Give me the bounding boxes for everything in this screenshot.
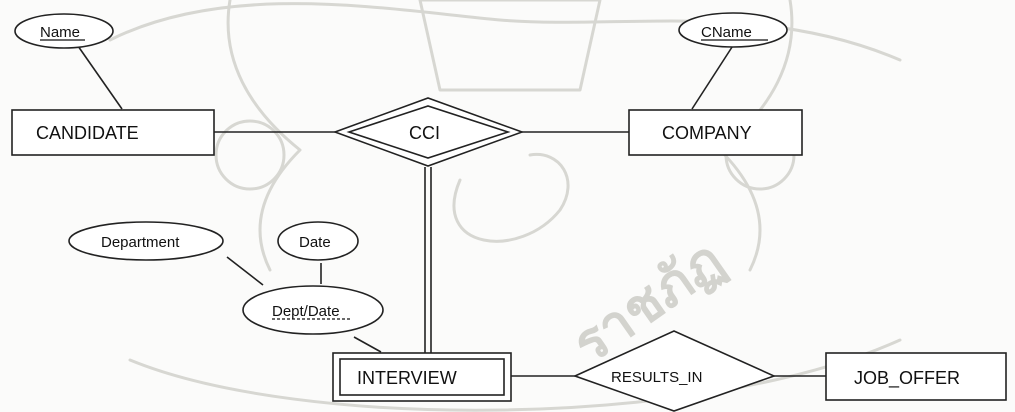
cci-identifying-relationship-outer	[332, 97, 525, 167]
company-entity	[628, 109, 803, 156]
name-attribute-label: Name	[40, 24, 80, 41]
watermark-seal: ราชภัฏ	[108, 0, 902, 412]
name-to-candidate-line	[77, 45, 123, 110]
department-attribute-label: Department	[101, 234, 180, 251]
cci-relationship-label: CCI	[409, 123, 440, 143]
dept-date-attribute	[242, 285, 384, 335]
cname-attribute-label: CName	[701, 24, 752, 41]
watermark-left-flourish	[226, 0, 302, 272]
attributes: Name CName Department Date Dept/Date	[14, 12, 788, 335]
diagram-connectors	[77, 43, 826, 377]
results-in-relationship	[572, 330, 777, 412]
cci-identifying-relationship-inner	[346, 105, 511, 159]
entities: CANDIDATE COMPANY INTERVIEW JOB_OFFER	[11, 109, 1007, 402]
cname-attribute	[678, 12, 788, 48]
watermark-center-mark	[452, 152, 570, 243]
interview-weak-entity-outer	[332, 352, 512, 402]
watermark-left-ornament	[214, 119, 286, 191]
watermark-crown	[418, 0, 602, 92]
candidate-entity	[11, 109, 215, 156]
interview-weak-entity-inner	[339, 358, 505, 396]
results-in-relationship-label: RESULTS_IN	[611, 369, 702, 386]
company-entity-label: COMPANY	[662, 123, 752, 143]
job-offer-entity-label: JOB_OFFER	[854, 368, 960, 389]
name-attribute	[14, 13, 114, 49]
cname-to-company-line	[691, 43, 735, 110]
job-offer-entity	[825, 352, 1007, 401]
date-attribute	[277, 221, 359, 261]
department-attribute	[68, 221, 224, 261]
date-attribute-label: Date	[299, 234, 331, 251]
dept-date-to-interview-line	[353, 336, 382, 353]
dept-date-attribute-label: Dept/Date	[272, 303, 340, 320]
candidate-entity-label: CANDIDATE	[36, 123, 139, 143]
relationships: CCI RESULTS_IN	[332, 97, 777, 412]
department-to-dept-date-line	[226, 256, 264, 286]
watermark-arc-bottom	[128, 338, 902, 412]
interview-entity-label: INTERVIEW	[357, 368, 457, 388]
